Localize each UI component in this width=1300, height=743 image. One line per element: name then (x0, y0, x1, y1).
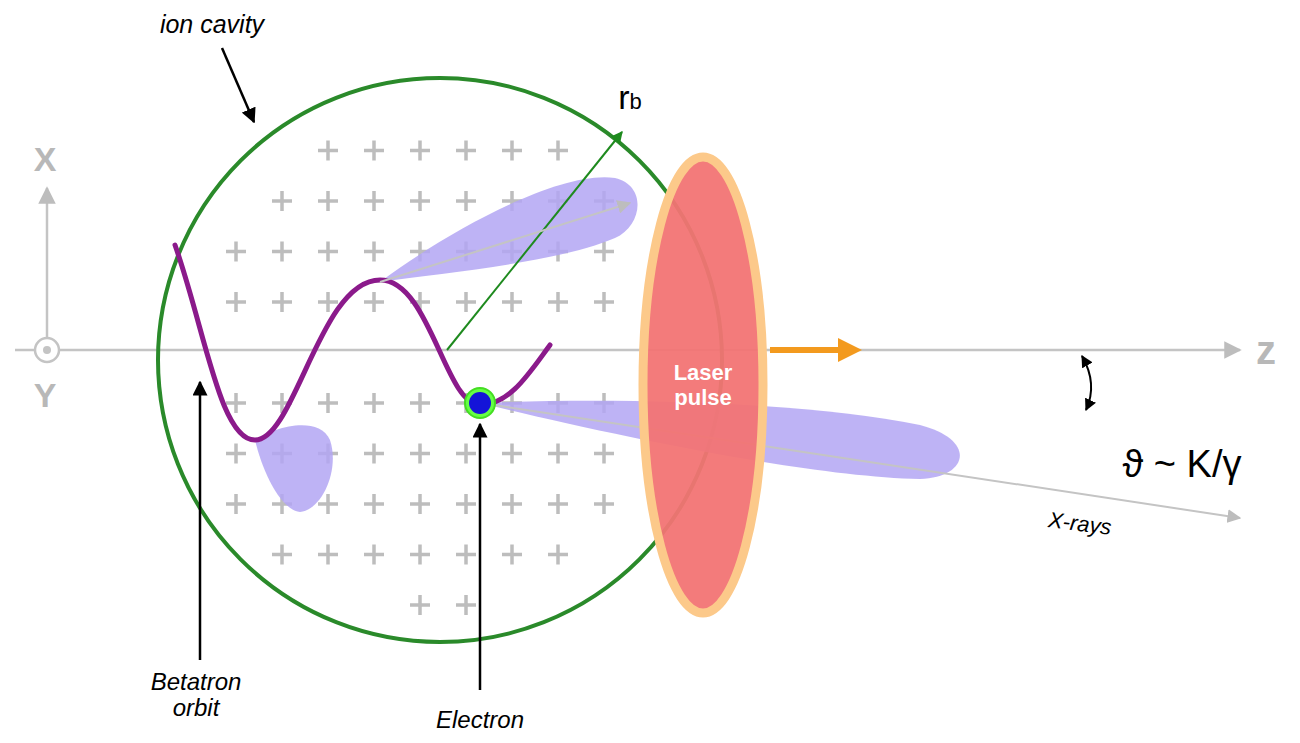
ion-charge (548, 545, 568, 565)
electron-ring (465, 388, 495, 418)
ion-charge (548, 141, 568, 161)
ion-charge (318, 242, 338, 262)
ion-charge (364, 545, 384, 565)
pointer-arrow (222, 48, 254, 122)
ion-cavity (158, 78, 722, 642)
ion-charge (318, 141, 338, 161)
ion-charge (502, 545, 522, 565)
pointer-arrow (199, 382, 202, 660)
ion-charge (272, 292, 292, 312)
ion-charge (410, 393, 430, 413)
ion-charge (364, 191, 384, 211)
ion-charge (318, 191, 338, 211)
ion-charge (410, 595, 430, 615)
x-axis (46, 188, 49, 338)
ion-charge (364, 141, 384, 161)
laser-direction-arrow (770, 347, 850, 353)
ion-charge (548, 292, 568, 312)
axis-label: z (1256, 328, 1276, 372)
z-axis (15, 349, 1240, 352)
ion-charge (226, 242, 246, 262)
ion-charge (594, 494, 614, 514)
ion-charge (502, 444, 522, 464)
axis-label: Y (34, 377, 57, 414)
ion-charge (364, 242, 384, 262)
ion-charge (456, 444, 476, 464)
callout-label: Electron (436, 707, 524, 733)
callout-label: ion cavity (160, 11, 264, 39)
ion-charge (502, 141, 522, 161)
radiation-lobe (380, 177, 638, 282)
y-axis-dot (43, 346, 51, 354)
node-text-wrap: Laser pulse (658, 360, 748, 411)
ion-charge (364, 444, 384, 464)
ion-charge (502, 494, 522, 514)
ion-charge (548, 444, 568, 464)
ion-charge (456, 292, 476, 312)
ion-charge (410, 141, 430, 161)
ion-charge (456, 494, 476, 514)
ion-charge (272, 545, 292, 565)
ion-charge (226, 444, 246, 464)
node-label: Laser pulse (658, 360, 748, 411)
ion-charge (456, 191, 476, 211)
callout-label: Betatron orbit (136, 669, 256, 722)
electron (469, 392, 491, 414)
ion-charge (226, 393, 246, 413)
ion-charge (272, 242, 292, 262)
laser-pulse: Laser pulse (638, 152, 768, 618)
ion-charge (456, 141, 476, 161)
axis-label: X (34, 141, 57, 178)
ion-charge (410, 494, 430, 514)
angle-label: ϑ ~ K/γ (1123, 444, 1242, 486)
angle-arc (1082, 356, 1091, 410)
ion-charge (594, 444, 614, 464)
ion-charge (456, 595, 476, 615)
ion-charge (272, 191, 292, 211)
ion-charge (594, 292, 614, 312)
ion-charge (364, 292, 384, 312)
ion-charge (410, 545, 430, 565)
ion-charge (226, 494, 246, 514)
y-axis-symbol (35, 338, 59, 362)
emission-direction (380, 203, 630, 282)
ion-charge (410, 444, 430, 464)
ion-charge (364, 494, 384, 514)
radius-line (447, 132, 622, 350)
ion-charge (318, 393, 338, 413)
ion-charge (502, 292, 522, 312)
pointer-arrow (479, 424, 482, 690)
ion-charge (548, 494, 568, 514)
ion-charge (364, 393, 384, 413)
ion-charge (226, 292, 246, 312)
betatron-orbit (175, 245, 550, 440)
callout-label: X-rays (1047, 508, 1113, 540)
radius-label: rb (618, 79, 642, 116)
ion-charge (410, 191, 430, 211)
ion-charge (318, 545, 338, 565)
ion-charge (456, 545, 476, 565)
